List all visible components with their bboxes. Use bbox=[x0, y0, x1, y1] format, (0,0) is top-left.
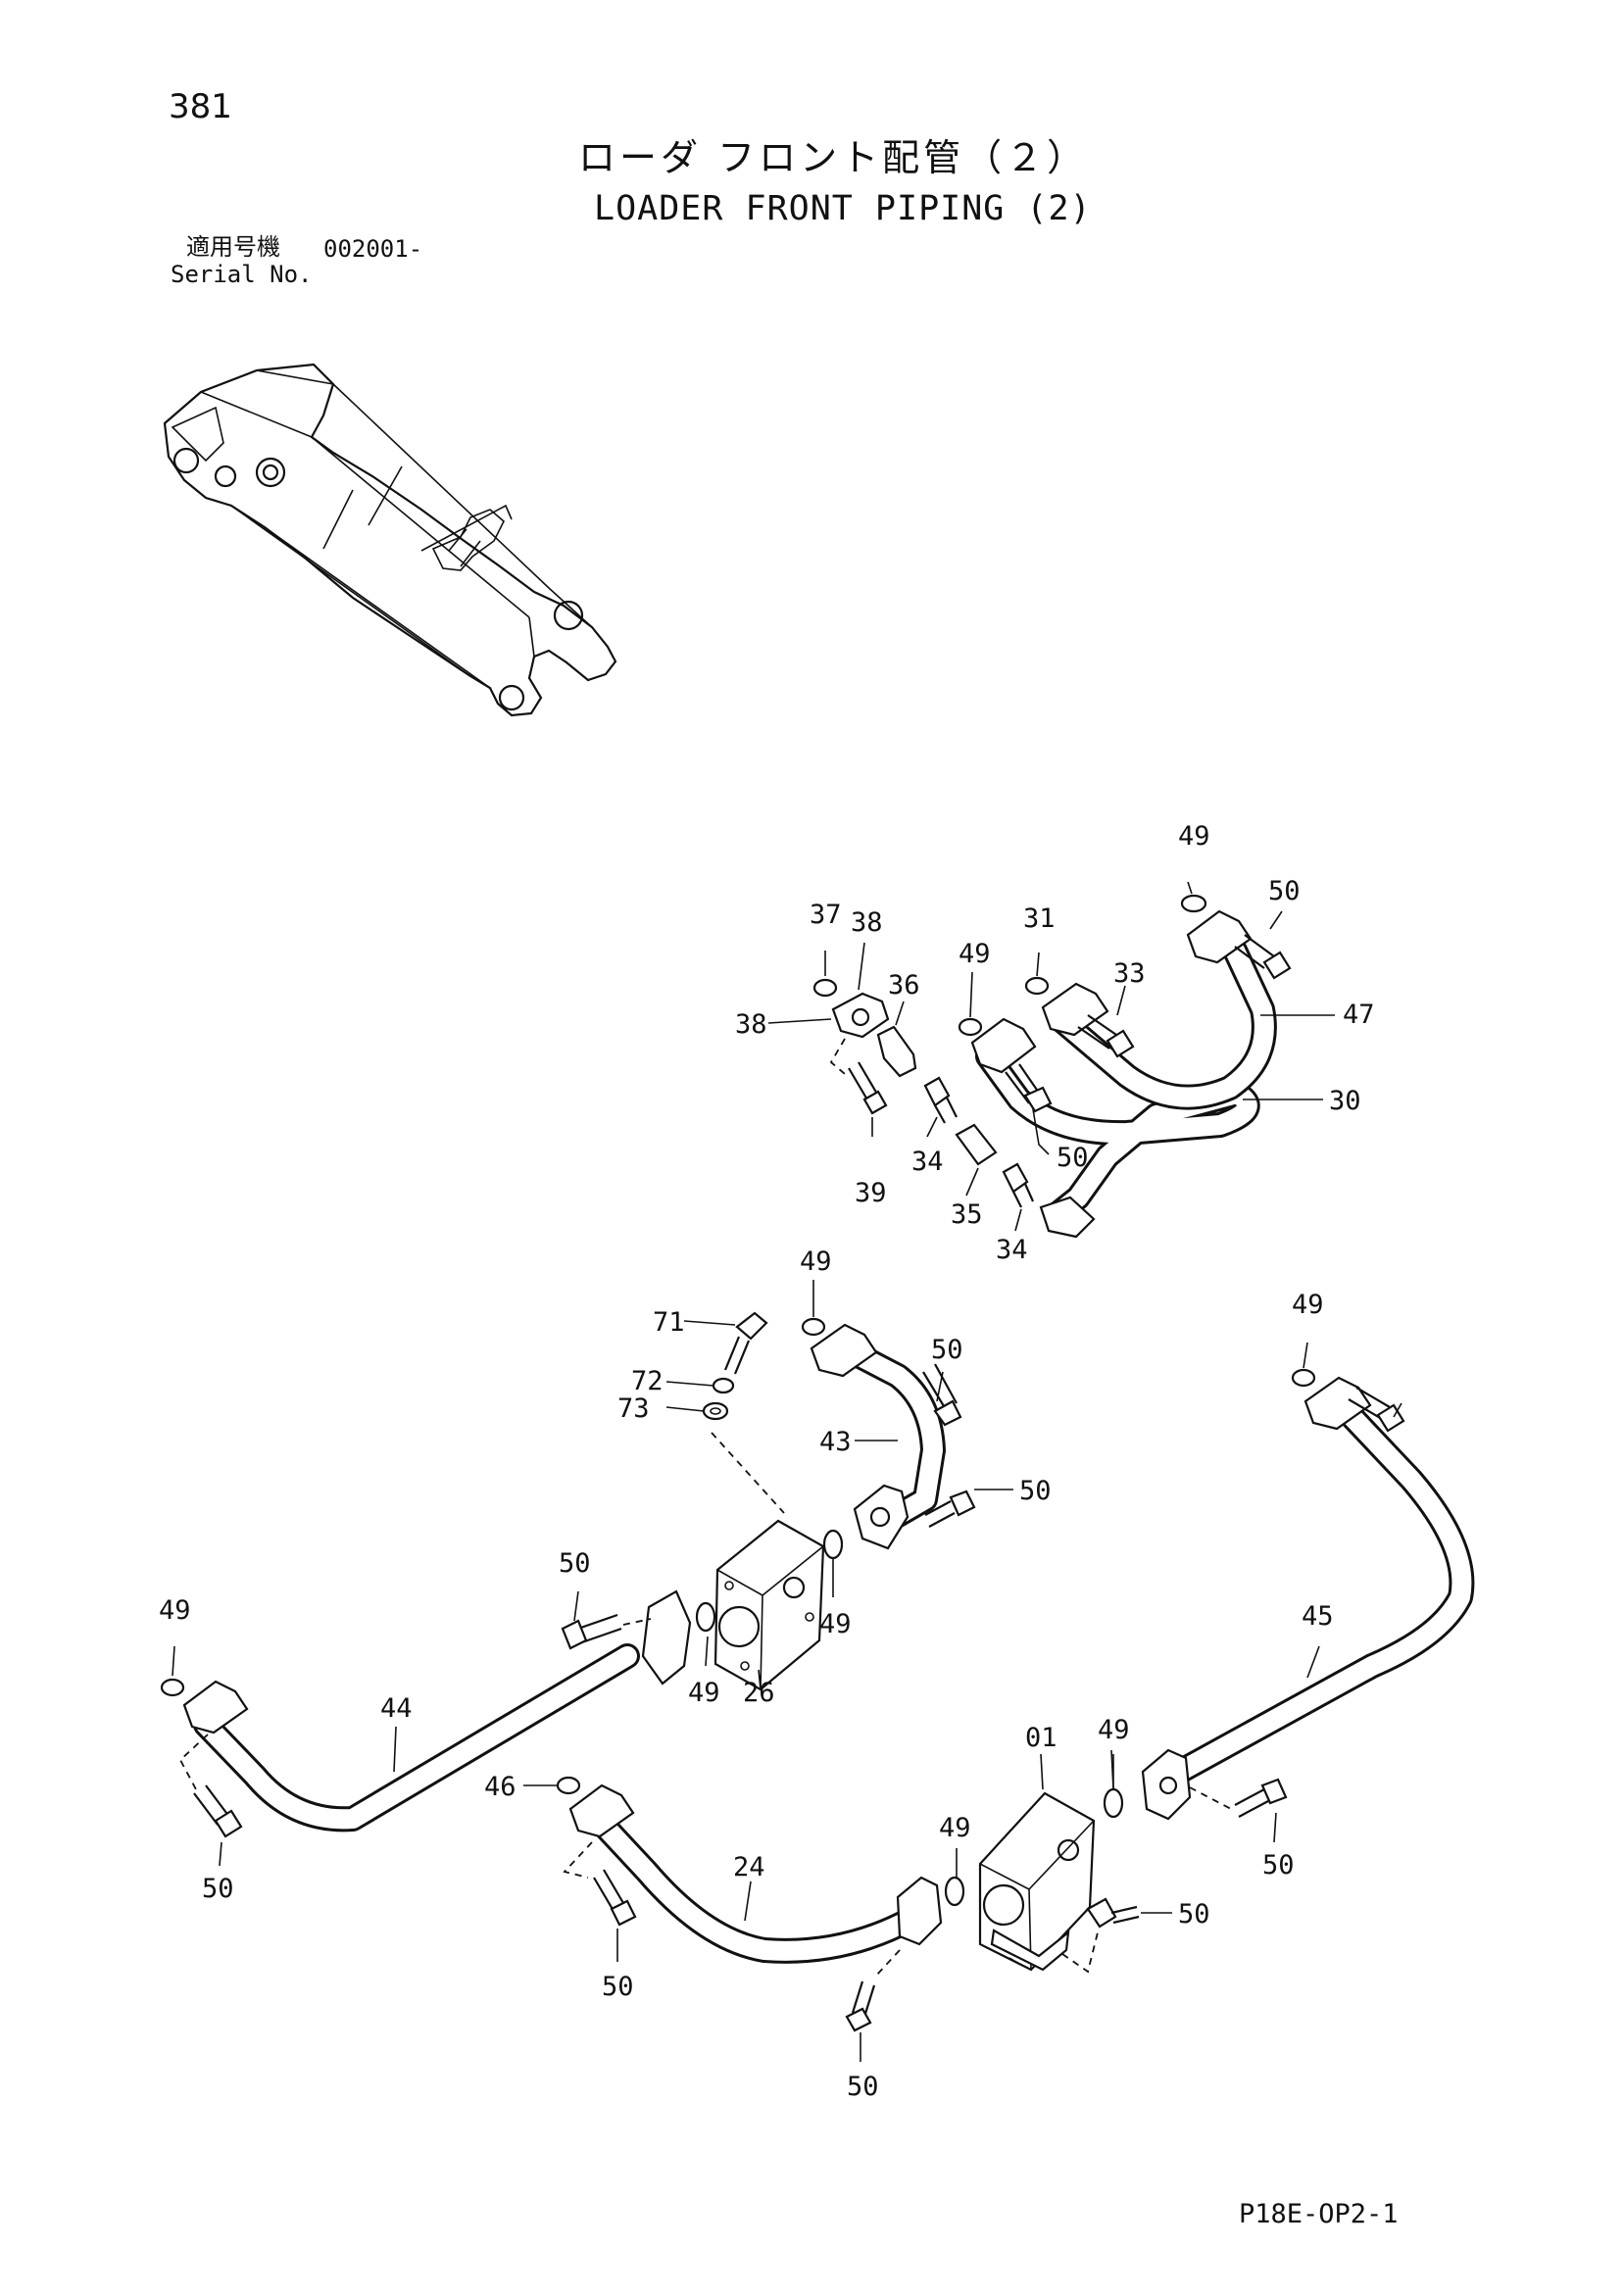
serial-number-value: 002001- bbox=[323, 235, 423, 263]
page-number: 381 bbox=[169, 87, 232, 126]
callout-44: 44 bbox=[380, 1693, 413, 1724]
callout-47: 47 bbox=[1343, 1000, 1375, 1030]
valve-block-01-assembly bbox=[523, 1749, 1172, 2062]
pipe-45-assembly bbox=[1103, 1342, 1475, 1843]
callout-49: 49 bbox=[688, 1678, 720, 1708]
callout-35: 35 bbox=[951, 1199, 983, 1230]
callout-49: 46 bbox=[484, 1772, 516, 1802]
callout-73: 73 bbox=[617, 1393, 650, 1424]
page-title-english: LOADER FRONT PIPING (2) bbox=[594, 189, 1092, 228]
callout-labels: 49 50 37 38 31 49 33 47 38 36 30 50 39 3… bbox=[159, 821, 1375, 2002]
callout-33: 33 bbox=[1113, 958, 1146, 989]
callout-34: 34 bbox=[911, 1147, 944, 1177]
figure-code: P18E-OP2-1 bbox=[1239, 2199, 1399, 2229]
callout-26: 26 bbox=[743, 1678, 775, 1708]
callout-36: 36 bbox=[888, 970, 920, 1001]
pipe-44-assembly bbox=[160, 1589, 716, 1867]
page-title-japanese: ローダ フロント配管（２） bbox=[578, 136, 1089, 179]
callout-30: 30 bbox=[1329, 1086, 1361, 1116]
callout-50: 50 bbox=[602, 1972, 634, 2002]
loader-arm-illustration bbox=[163, 363, 617, 717]
callout-49: 49 bbox=[1292, 1290, 1324, 1320]
callout-01: 01 bbox=[1025, 1723, 1057, 1753]
callout-50: 50 bbox=[559, 1548, 591, 1579]
callout-38: 38 bbox=[851, 907, 883, 938]
callout-43: 43 bbox=[819, 1427, 852, 1457]
serial-label-english: Serial No. bbox=[171, 261, 313, 288]
callout-37: 37 bbox=[810, 900, 842, 930]
valve-block-26-assembly bbox=[665, 1280, 1013, 1691]
callout-49: 49 bbox=[800, 1246, 832, 1277]
callout-45: 45 bbox=[1302, 1601, 1334, 1632]
callout-24: 50 bbox=[1178, 1899, 1210, 1930]
serial-label-japanese: 適用号機 bbox=[186, 233, 280, 261]
callout-50: 50 bbox=[1262, 1850, 1295, 1881]
callout-72: 72 bbox=[631, 1366, 664, 1396]
callout-39: 39 bbox=[855, 1178, 887, 1208]
callout-31: 31 bbox=[1023, 904, 1056, 934]
callout-49: 49 bbox=[939, 1813, 971, 1843]
callout-38: 38 bbox=[735, 1009, 767, 1040]
callout-50: 50 bbox=[202, 1874, 234, 1904]
callout-49: 49 bbox=[1098, 1715, 1130, 1745]
callout-50: 50 bbox=[1019, 1476, 1052, 1506]
callout-71: 71 bbox=[653, 1307, 685, 1338]
callout-50: 50 bbox=[931, 1335, 963, 1365]
callout-49: 49 bbox=[1178, 821, 1210, 852]
callout-49: 49 bbox=[819, 1609, 852, 1639]
callout-50: 50 bbox=[1268, 876, 1301, 906]
upper-pipe-assembly bbox=[767, 881, 1335, 1239]
callout-50: 50 bbox=[847, 2072, 879, 2102]
callout-50: 50 bbox=[1057, 1143, 1089, 1173]
callout-46: 24 bbox=[733, 1852, 765, 1882]
callout-49: 49 bbox=[959, 939, 991, 969]
callout-49: 49 bbox=[159, 1595, 191, 1626]
callout-34: 34 bbox=[996, 1235, 1028, 1265]
